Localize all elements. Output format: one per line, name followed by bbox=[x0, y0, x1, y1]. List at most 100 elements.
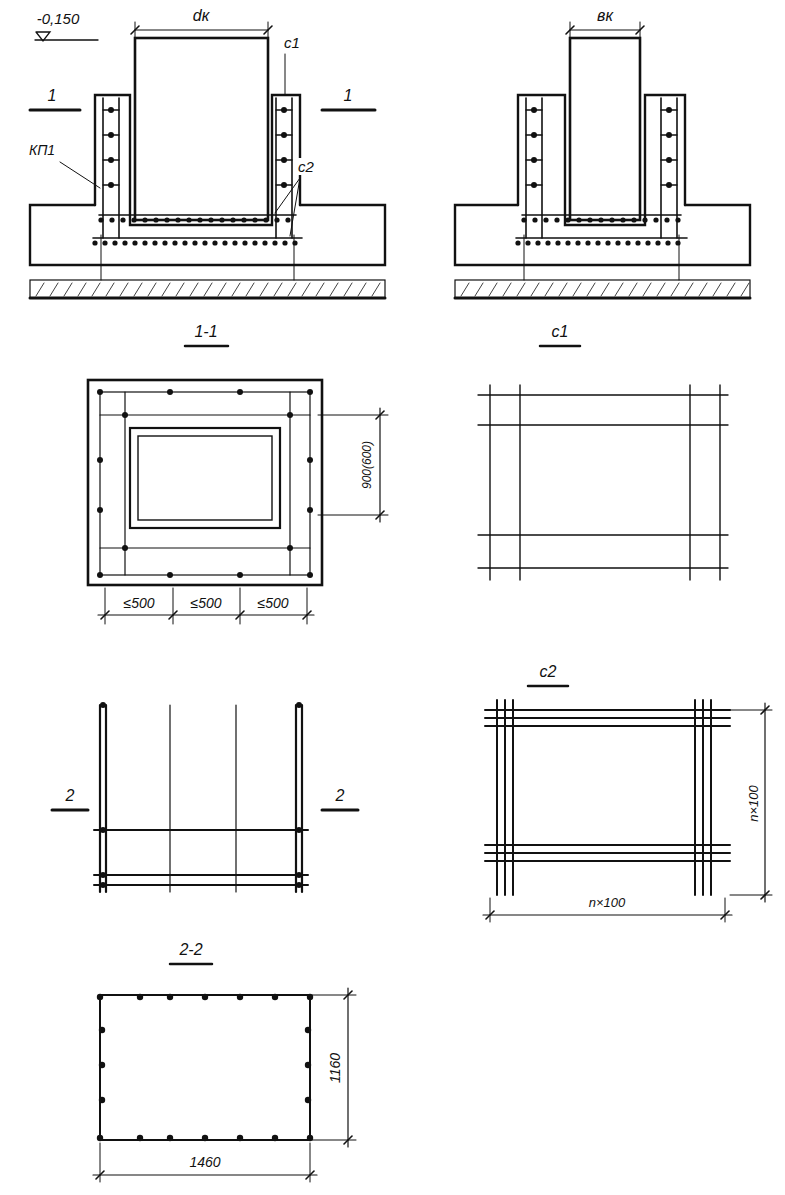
drawing-line bbox=[102, 98, 104, 238]
drawing-line bbox=[661, 109, 677, 110]
drawing-line bbox=[540, 345, 580, 348]
drawing-line bbox=[485, 844, 730, 846]
drawing-line bbox=[475, 283, 483, 296]
drawing-line bbox=[489, 385, 490, 580]
drawing-line bbox=[721, 911, 729, 919]
rebar-dot bbox=[272, 240, 277, 245]
mesh-title: с2 bbox=[538, 663, 559, 681]
drawing-line bbox=[118, 98, 120, 238]
rebar-dot bbox=[162, 240, 167, 245]
rebar-dot bbox=[532, 217, 537, 222]
drawing-line bbox=[92, 283, 100, 296]
drawing-line bbox=[719, 385, 720, 580]
drawing-line bbox=[764, 703, 765, 902]
drawing-line bbox=[347, 988, 348, 1147]
drawing-line bbox=[307, 588, 308, 624]
rebar-dot bbox=[631, 217, 636, 222]
dimension-label: 900(600) bbox=[360, 439, 374, 491]
drawing-line bbox=[318, 515, 388, 516]
outline bbox=[138, 436, 272, 520]
dimension-label: n×100 bbox=[587, 895, 628, 910]
rebar-dot bbox=[565, 240, 570, 245]
rebar-dot bbox=[99, 1027, 105, 1033]
rebar-dot bbox=[296, 827, 302, 833]
rebar-dot bbox=[615, 240, 620, 245]
drawing-line bbox=[260, 283, 268, 296]
rebar-dot bbox=[100, 882, 106, 888]
drawing-line bbox=[358, 283, 366, 296]
outline bbox=[455, 280, 750, 298]
rebar-dot bbox=[212, 240, 217, 245]
rebar-dot bbox=[208, 217, 213, 222]
rebar-dot bbox=[307, 389, 313, 395]
drawing-line bbox=[526, 109, 542, 110]
rebar-dot bbox=[620, 217, 625, 222]
drawing-line bbox=[98, 614, 314, 615]
rebar-dot bbox=[642, 217, 647, 222]
section-title: 1-1 bbox=[192, 323, 219, 341]
drawing-line bbox=[761, 891, 769, 899]
drawing-line bbox=[276, 109, 292, 110]
rebar-dot bbox=[605, 240, 610, 245]
rebar-dot bbox=[97, 994, 103, 1000]
rebar-dot bbox=[625, 240, 630, 245]
drawing-line bbox=[105, 705, 107, 892]
rebar-dot bbox=[112, 240, 117, 245]
drawing-line bbox=[322, 809, 358, 812]
drawing-line bbox=[699, 283, 707, 296]
drawing-line bbox=[190, 283, 198, 296]
rebar-dot bbox=[102, 240, 107, 245]
drawing-line bbox=[372, 283, 380, 296]
rebar-dot bbox=[237, 994, 243, 1000]
drawing-line bbox=[570, 29, 640, 30]
level-mark: -0,150 bbox=[35, 10, 82, 27]
drawing-line bbox=[725, 898, 726, 922]
mesh-callout: с2 bbox=[296, 158, 316, 175]
rebar-dot bbox=[296, 872, 302, 878]
drawing-line bbox=[264, 26, 272, 34]
dimension-label: вк bbox=[595, 7, 615, 25]
drawing-line bbox=[485, 709, 730, 711]
rebar-dot bbox=[305, 1097, 311, 1103]
rebar-dot bbox=[525, 240, 530, 245]
drawing-line bbox=[30, 297, 385, 300]
outline bbox=[88, 380, 322, 585]
drawing-line bbox=[301, 705, 303, 892]
drawing-line bbox=[761, 706, 769, 714]
drawing-line bbox=[99, 214, 296, 216]
drawing-line bbox=[710, 700, 712, 895]
rebar-dot bbox=[307, 507, 313, 513]
rebar-dot bbox=[122, 412, 128, 418]
drawing-line bbox=[134, 283, 142, 296]
outline bbox=[95, 95, 300, 225]
rebar-dot bbox=[576, 217, 581, 222]
drawing-line bbox=[285, 54, 286, 95]
drawing-line bbox=[316, 283, 324, 296]
drawing-line bbox=[288, 283, 296, 296]
drawing-line bbox=[587, 283, 595, 296]
outline bbox=[518, 95, 685, 225]
drawing-line bbox=[101, 235, 102, 280]
rebar-dot bbox=[305, 1062, 311, 1068]
rebar-dot bbox=[122, 545, 128, 551]
outline bbox=[30, 205, 385, 265]
drawing-line bbox=[302, 283, 310, 296]
drawing-line bbox=[275, 178, 300, 213]
rebar-dot bbox=[555, 240, 560, 245]
section-mark: 2 bbox=[334, 787, 347, 805]
drawing-line bbox=[566, 26, 574, 34]
drawing-line bbox=[235, 705, 236, 892]
drawing-line bbox=[103, 184, 119, 185]
drawing-line bbox=[36, 283, 44, 296]
drawing-line bbox=[240, 588, 241, 624]
drawing-line bbox=[93, 1174, 317, 1175]
dimension-label: n×100 bbox=[745, 783, 760, 824]
drawing-line bbox=[516, 237, 687, 239]
drawing-line bbox=[148, 283, 156, 296]
drawing-line bbox=[517, 283, 525, 296]
rebar-dot bbox=[164, 217, 169, 222]
rebar-dot bbox=[307, 457, 313, 463]
drawing-line bbox=[204, 283, 212, 296]
drawing-line bbox=[519, 385, 520, 580]
